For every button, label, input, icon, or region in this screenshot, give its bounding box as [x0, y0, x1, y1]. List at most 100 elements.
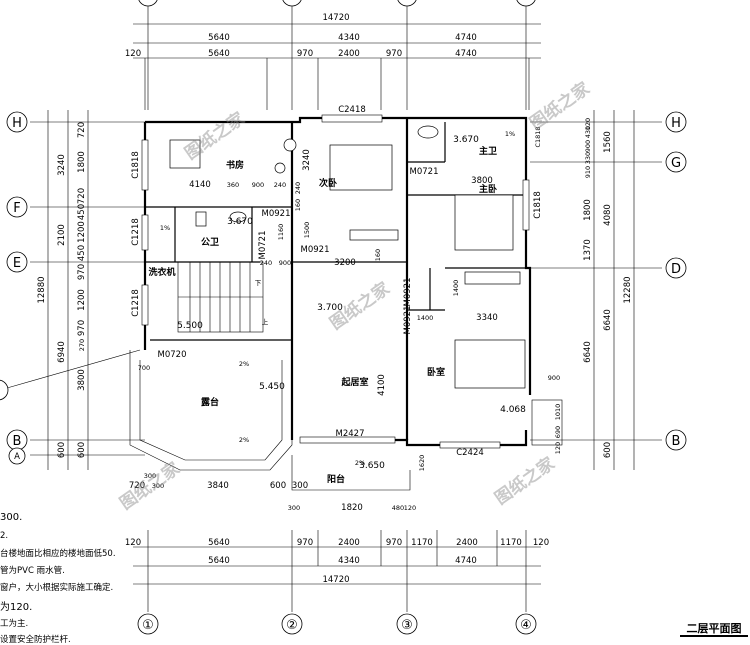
axis-row-left-f: F — [13, 201, 20, 216]
dim-right-in-11: 120 — [554, 442, 562, 454]
dim-terrace-corner-1: 300 — [144, 472, 156, 480]
door-m2427: M2427 — [336, 429, 365, 439]
window-c1818-bath: C1818 — [534, 126, 542, 147]
dim-right-in-7: 1370 — [583, 239, 593, 261]
dim-left-mid-4: 600 — [57, 442, 67, 458]
dim-left-in-3: 720 — [77, 188, 87, 204]
dim-top2-5: 970 — [386, 49, 402, 59]
room-balcony: 阳台 — [327, 473, 345, 485]
note-5: 窗户，大小根据实际施工确定. — [0, 582, 113, 593]
dim-bot2-2: 4340 — [338, 556, 360, 566]
dim-terrace-7: 480 — [392, 504, 404, 512]
drawing-title: 二层平面图 — [687, 622, 742, 635]
furniture — [169, 125, 526, 389]
slope-1b: 1% — [505, 130, 515, 138]
axis-row-right-d: D — [671, 262, 681, 277]
elev-stair-landing: 5.500 — [177, 321, 203, 331]
note-2: 2. — [0, 531, 8, 541]
axis-row-left-e: E — [13, 256, 21, 271]
dim-3200: 3200 — [334, 258, 356, 268]
elev-bedroom-bay: 4.068 — [500, 405, 526, 415]
dim-1620: 1620 — [418, 455, 426, 472]
public-toilet — [195, 211, 207, 227]
axis-row-right-h: H — [671, 116, 681, 131]
dim-left-mid-1: 3240 — [57, 154, 67, 176]
dim-overall-bottom: 14720 — [322, 575, 349, 585]
dim-bot2-3: 4740 — [455, 556, 477, 566]
bed-bedroom — [454, 339, 526, 389]
dim-terrace-1: 720 — [129, 481, 145, 491]
dim-bot-4: 2400 — [338, 538, 360, 548]
dim-terrace-corner-2: 300 — [288, 504, 300, 512]
dim-terrace-8: 120 — [404, 504, 416, 512]
axis-col-1: ① — [142, 618, 154, 633]
dim-left-total: 12880 — [37, 276, 47, 303]
door-m0921-b: M0921 — [301, 245, 330, 255]
door-m0720: M0720 — [158, 350, 187, 360]
dim-160-b: 160 — [294, 199, 302, 211]
side-dimension-lines — [0, 110, 662, 470]
bottom-dimension-lines — [133, 530, 541, 612]
dim-overall-top: 14720 — [322, 13, 349, 23]
axis-row-left-a: A — [14, 452, 20, 462]
dim-360: 360 — [227, 181, 239, 189]
slope-2b: 2% — [239, 436, 249, 444]
dim-1160: 1160 — [277, 224, 285, 241]
note-6: 为120. — [0, 601, 32, 613]
dim-right-in-8: 6640 — [583, 341, 593, 363]
dim-terrace-4: 600 — [270, 481, 286, 491]
room-master-bath: 主卫 — [479, 145, 497, 157]
note-3: 台楼地面比相应的楼地面低50. — [0, 548, 116, 559]
dim-terrace-3: 3840 — [207, 481, 229, 491]
dim-left-mid-3: 6940 — [57, 341, 67, 363]
watermark-1: 图纸之家 — [181, 108, 249, 164]
dim-3240-inner: 3240 — [302, 149, 312, 171]
dim-left-in-12: 600 — [77, 442, 87, 458]
dim-top2-3: 970 — [297, 49, 313, 59]
axis-row-left-b: B — [13, 434, 22, 449]
dim-900-c: 900 — [548, 374, 560, 382]
bed-second — [329, 144, 393, 191]
axis-row-right-g: G — [671, 156, 681, 171]
dim-right-in-3: 900 — [584, 140, 592, 152]
window-c2418: C2418 — [338, 105, 366, 115]
axis-row-left-h: H — [12, 116, 22, 131]
door-m0721-b: M0721 — [410, 167, 439, 177]
stair-down-label: 下 — [255, 279, 262, 287]
dim-left-in-6: 450 — [77, 245, 87, 261]
public-sink — [229, 211, 247, 223]
closet-bedroom — [464, 271, 521, 285]
dim-left-in-10: 270 — [78, 339, 86, 351]
dim-right-in-9: 1010 — [554, 404, 562, 421]
dim-left-in-7: 970 — [77, 264, 87, 280]
room-study: 书房 — [226, 159, 244, 171]
dim-right-in-5: 910 — [584, 166, 592, 178]
watermark-5: 图纸之家 — [491, 453, 559, 509]
stair-up-label: 上 — [262, 317, 269, 326]
dim-left-mid-2: 2100 — [57, 224, 67, 246]
elev-terrace: 5.450 — [259, 382, 285, 392]
axis-col-2: ② — [286, 618, 298, 633]
study-desk — [169, 139, 201, 169]
dim-top-3: 4740 — [455, 33, 477, 43]
room-terrace: 露台 — [201, 396, 219, 408]
dim-left-in-1: 720 — [77, 122, 87, 138]
dim-bot2-1: 5640 — [208, 556, 230, 566]
window-c2424: C2424 — [456, 448, 484, 458]
slope-1a: 1% — [160, 224, 170, 232]
dim-4100: 4100 — [377, 374, 387, 396]
axis-col-3: ③ — [401, 618, 413, 633]
dim-left-in-8: 1200 — [77, 289, 87, 311]
dim-240-c: 240 — [294, 182, 302, 194]
dim-right-mid-2: 4080 — [603, 204, 613, 226]
dim-1400-a: 1400 — [452, 280, 460, 297]
dim-bot-8: 1170 — [500, 538, 522, 548]
bed-master — [454, 194, 514, 251]
room-second-bedroom: 次卧 — [319, 177, 337, 189]
dim-terrace-6: 1820 — [341, 503, 363, 513]
dim-top2-4: 2400 — [338, 49, 360, 59]
dim-right-mid-3: 6640 — [603, 309, 613, 331]
